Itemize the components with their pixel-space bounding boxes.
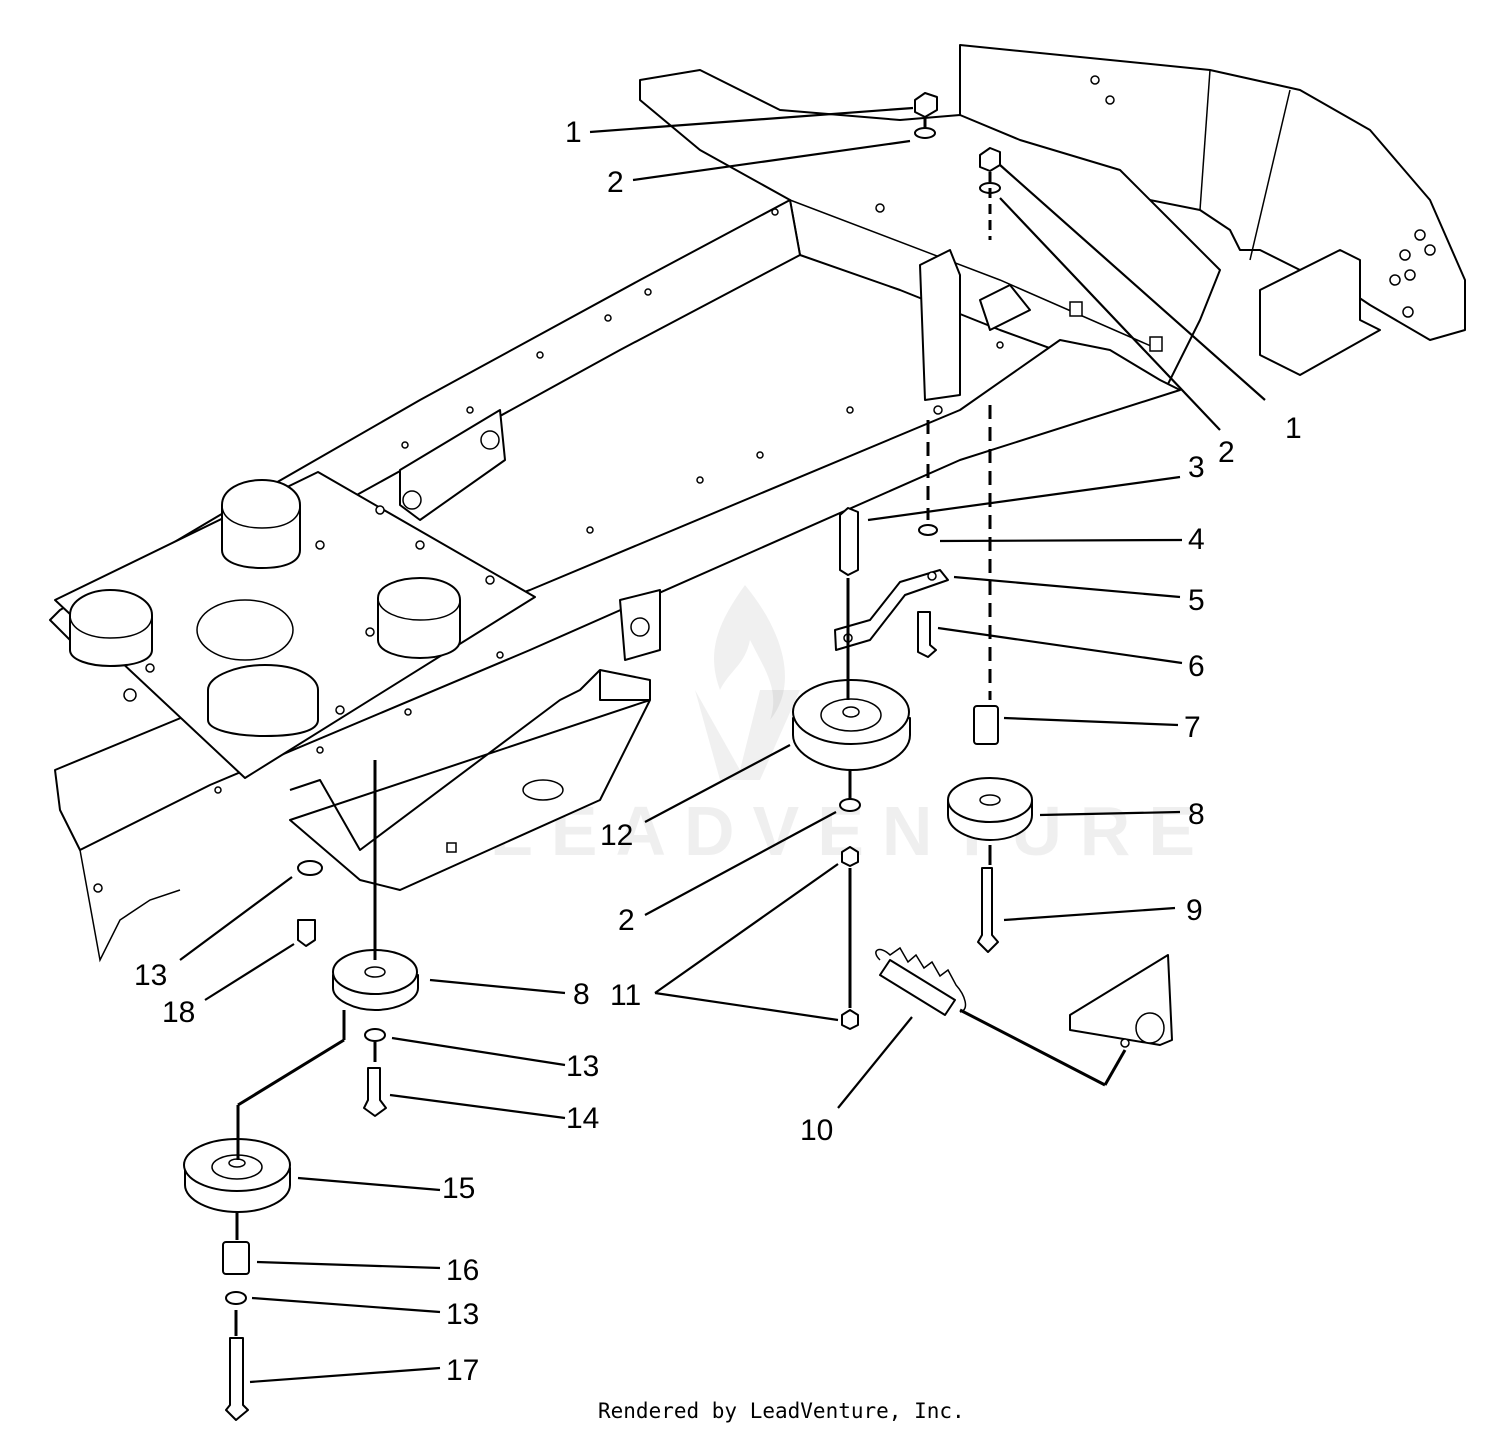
callout-8-right: 8 [1188, 798, 1205, 831]
callout-10: 10 [800, 1114, 833, 1147]
watermark-logo [695, 585, 800, 780]
callout-12: 12 [600, 819, 633, 852]
callout-1-right: 1 [1285, 412, 1302, 445]
callout-2-top: 2 [607, 166, 624, 199]
callout-17: 17 [446, 1354, 479, 1387]
callout-9: 9 [1186, 894, 1203, 927]
pulley-12 [792, 679, 911, 771]
assembly-lines [234, 118, 1127, 1336]
callout-18: 18 [162, 996, 195, 1029]
callout-16: 16 [446, 1254, 479, 1287]
callout-8-left: 8 [573, 978, 590, 1011]
callout-13-bottom: 13 [446, 1298, 479, 1331]
callout-1-top: 1 [565, 116, 582, 149]
callout-4: 4 [1188, 523, 1205, 556]
leader-lines [179, 106, 1266, 1384]
callout-2-middle: 2 [618, 904, 635, 937]
callout-2-right: 2 [1218, 436, 1235, 469]
callout-5: 5 [1188, 584, 1205, 617]
callout-labels: 1 2 1 2 3 4 5 6 7 8 9 12 2 11 10 13 18 8… [134, 116, 1302, 1387]
frame-assembly [49, 44, 1466, 963]
render-credit: Rendered by LeadVenture, Inc. [598, 1399, 965, 1423]
callout-13-middle: 13 [566, 1050, 599, 1083]
pulley-8-left [332, 949, 419, 1011]
hardware-parts [183, 92, 1173, 1421]
callout-13-left: 13 [134, 959, 167, 992]
callout-3: 3 [1188, 451, 1205, 484]
callout-6: 6 [1188, 650, 1205, 683]
spring-10 [875, 946, 967, 1016]
callout-7: 7 [1184, 711, 1201, 744]
pulley-8-right [947, 777, 1033, 841]
callout-14: 14 [566, 1102, 599, 1135]
callout-11: 11 [610, 979, 641, 1012]
pulley-15 [183, 1138, 291, 1213]
callout-15: 15 [442, 1172, 475, 1205]
